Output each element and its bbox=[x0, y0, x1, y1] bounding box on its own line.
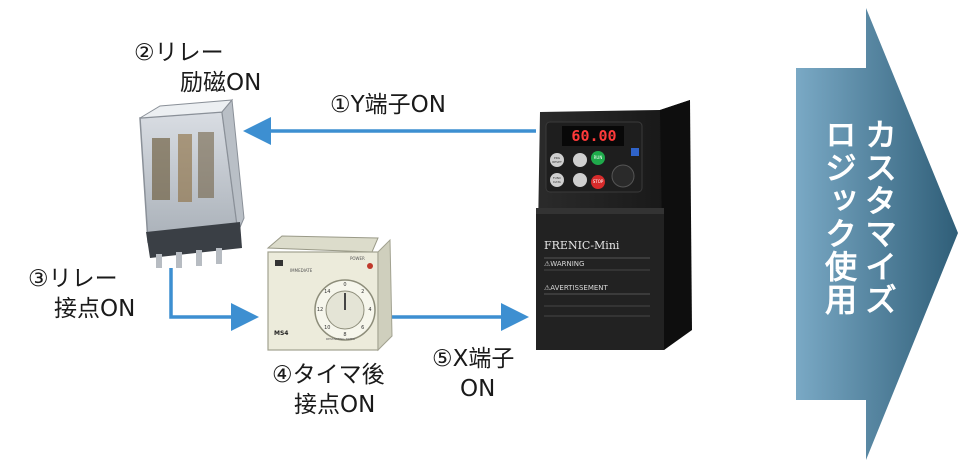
timer-dial-number: 4 bbox=[368, 307, 372, 313]
timer-dial-number: 8 bbox=[343, 332, 347, 338]
step3-label: ③リレー 接点ON bbox=[18, 264, 135, 324]
inverter-warning: ⚠WARNING bbox=[544, 260, 585, 268]
relay-image bbox=[139, 98, 245, 268]
timer-model-label: MS4 bbox=[274, 330, 289, 337]
step5-line2: ON bbox=[460, 376, 496, 402]
timer-dial-number: 14 bbox=[324, 289, 331, 296]
step5-line1: ⑤X端子 bbox=[432, 346, 515, 372]
step1-label: ①Y端子ON bbox=[330, 92, 446, 118]
inverter-image bbox=[536, 100, 692, 350]
timer-power-label: POWER bbox=[350, 256, 365, 261]
step4-line1: ④タイマ後 bbox=[272, 362, 385, 388]
timer-restart-label: RESTARTING TIMER bbox=[326, 337, 355, 341]
inverter-prg-label: PRG RESET bbox=[552, 156, 562, 164]
inverter-brand: FRENIC-Mini bbox=[544, 239, 620, 252]
timer-dial-number: 6 bbox=[361, 324, 365, 331]
arrow-relay-to-timer bbox=[169, 268, 259, 331]
step5-label: ⑤X端子 ON bbox=[432, 344, 514, 404]
step4-label: ④タイマ後 接点ON bbox=[266, 360, 385, 420]
timer-dial-number: 10 bbox=[324, 324, 331, 331]
inverter-stop-label: STOP bbox=[592, 179, 604, 184]
timer-image bbox=[266, 235, 393, 352]
step3-line2: 接点ON bbox=[54, 296, 136, 322]
step3-line1: ③リレー bbox=[28, 266, 118, 292]
timer-immediate-label: IMMEDIATE bbox=[290, 268, 313, 273]
big-chevron-arrow bbox=[796, 8, 958, 460]
big-arrow-col2: ロジック使用 bbox=[820, 118, 858, 316]
step2-label: ②リレー 励磁ON bbox=[130, 38, 270, 98]
inverter-avertissement: ⚠AVERTISSEMENT bbox=[544, 284, 608, 292]
step2-line1: ②リレー bbox=[134, 40, 224, 66]
timer-dial-number: 0 bbox=[343, 282, 347, 288]
big-arrow-col1: カスタマイズ bbox=[860, 118, 898, 316]
inverter-display: 60.00 bbox=[571, 127, 617, 145]
timer-dial-number: 2 bbox=[361, 289, 365, 296]
inverter-run-label: RUN bbox=[593, 155, 603, 160]
timer-dial-number: 12 bbox=[316, 307, 324, 313]
step4-line2: 接点ON bbox=[294, 392, 376, 418]
inverter-func-label: FUNC DATA bbox=[552, 176, 562, 184]
step2-line2: 励磁ON bbox=[180, 70, 262, 96]
big-arrow-text: カスタマイズ ロジック使用 bbox=[796, 118, 914, 368]
